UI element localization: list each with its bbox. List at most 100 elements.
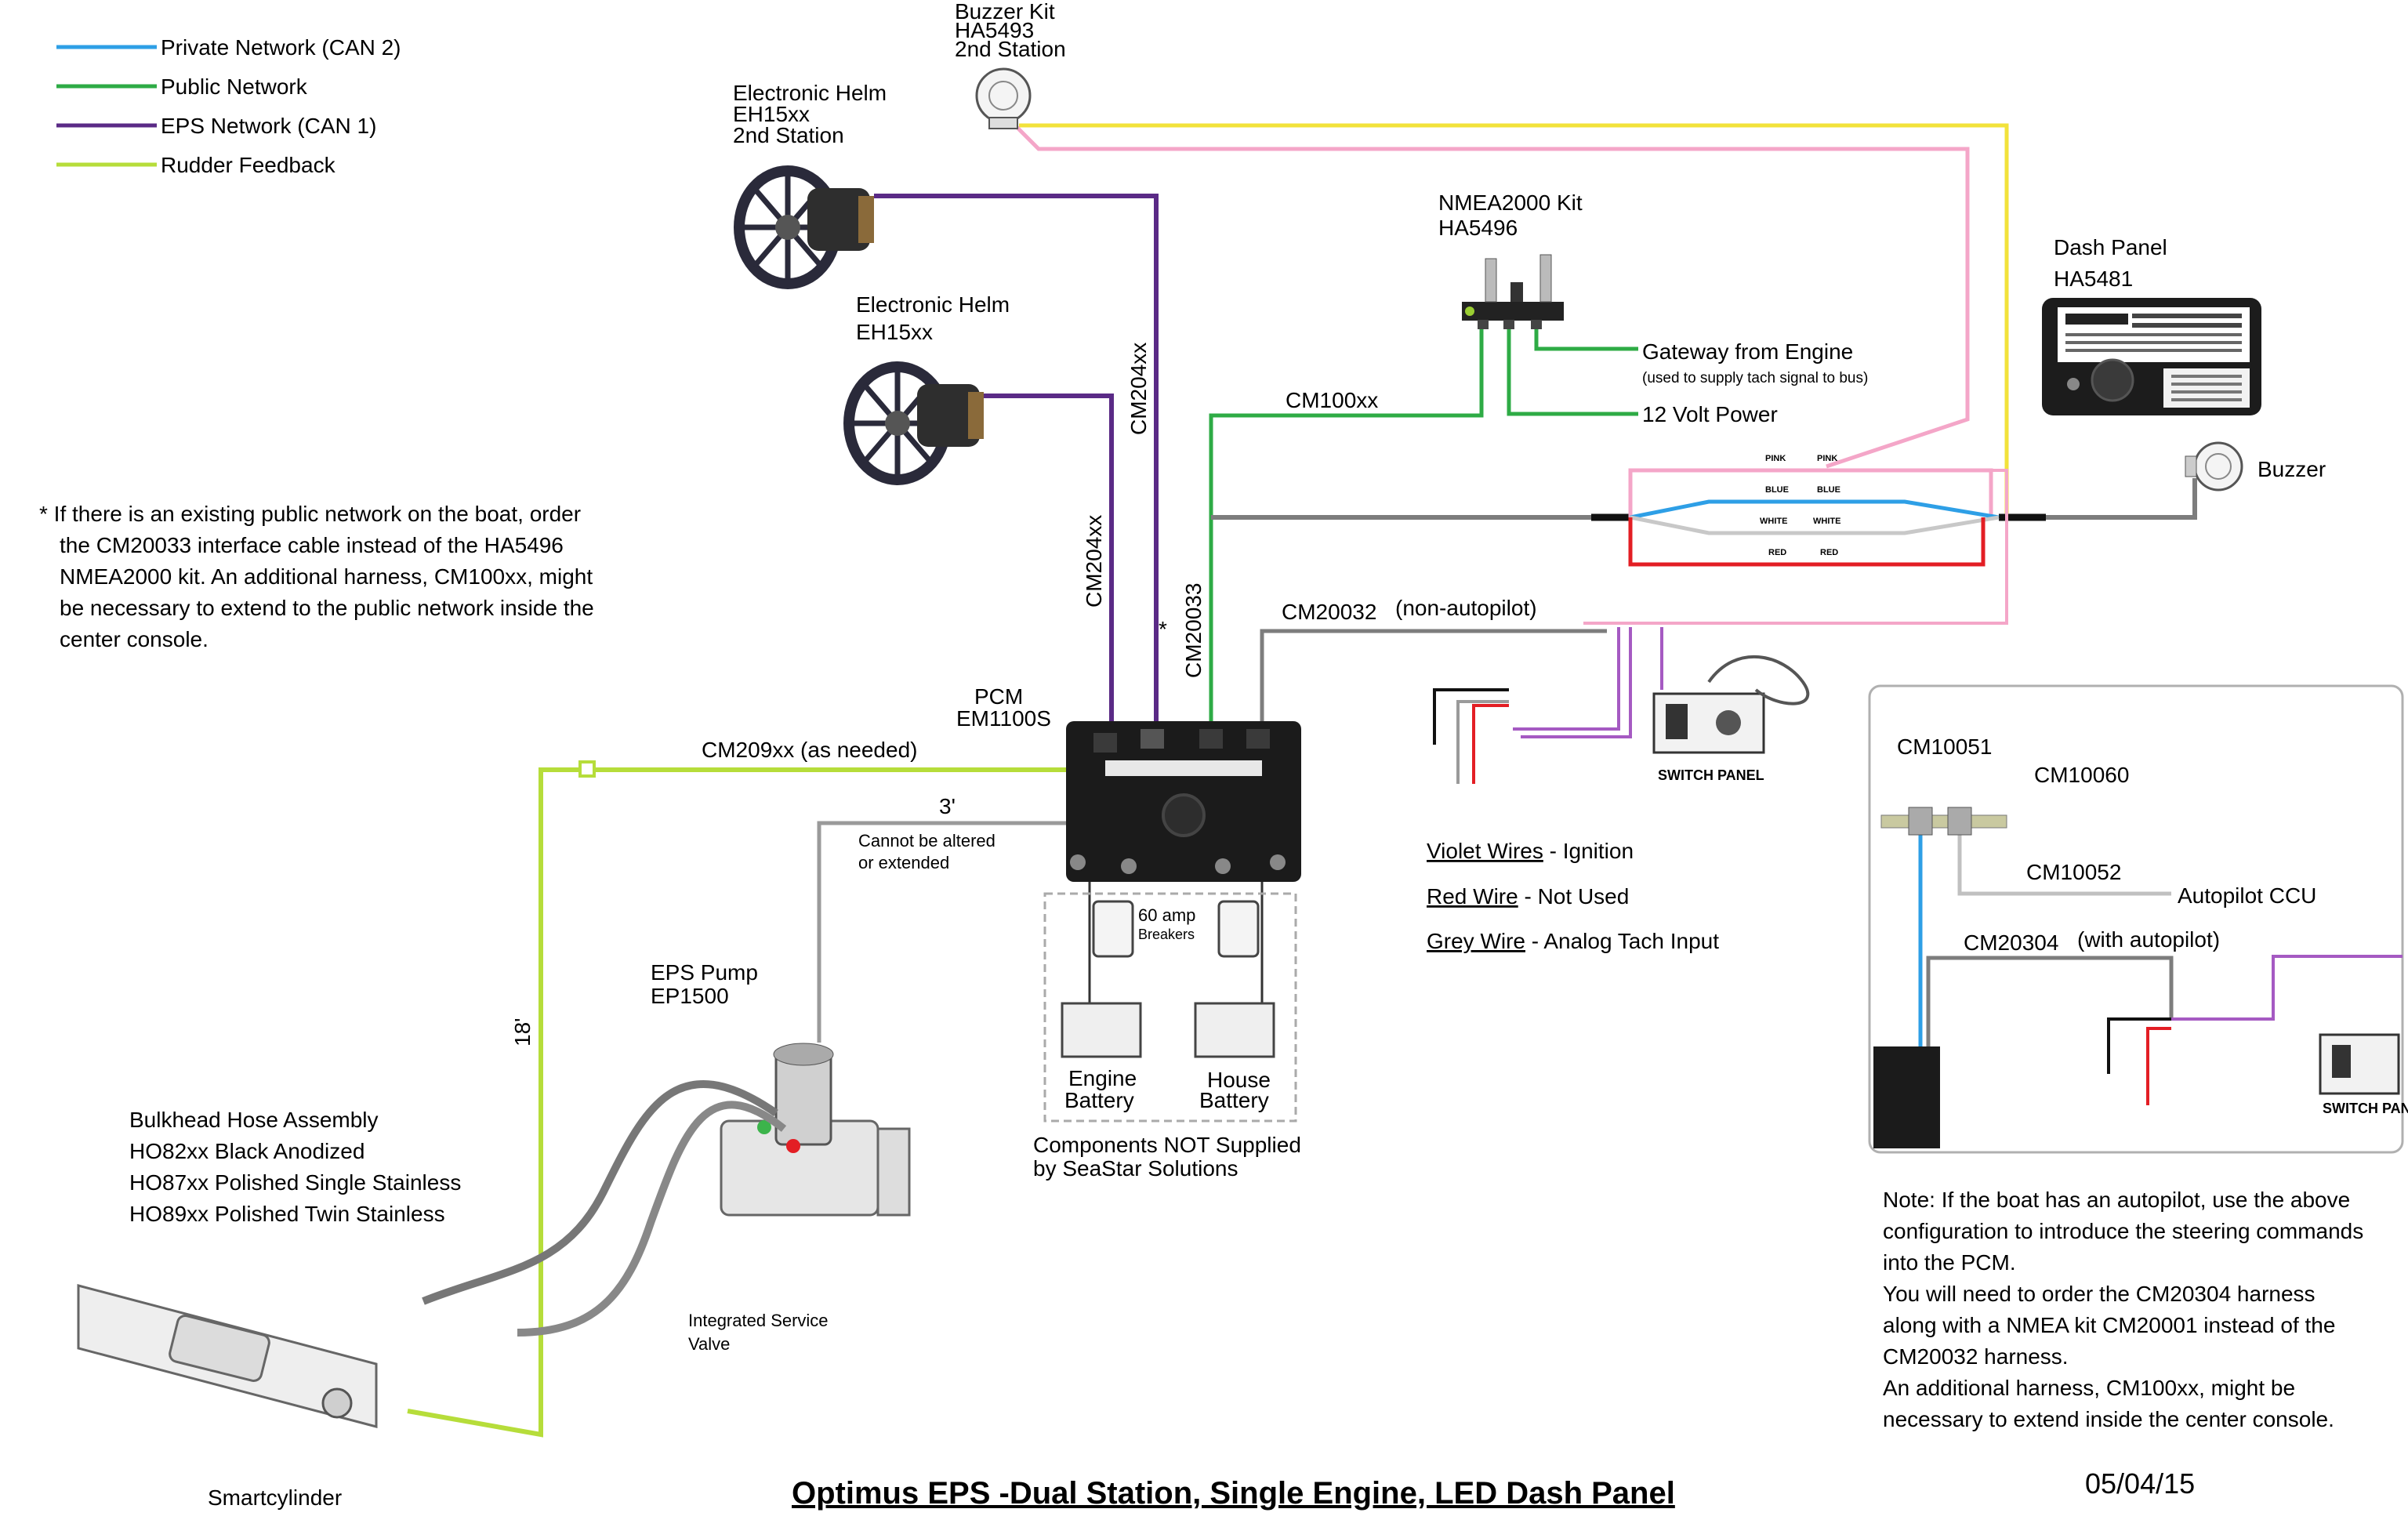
eps-pump: EPS Pump EP1500 Integrated Service Valve (422, 960, 911, 1354)
legend-label-public: Public Network (161, 74, 308, 99)
label-cm20032-note: (non-autopilot) (1395, 596, 1537, 620)
helm-wheel-icon (843, 361, 984, 485)
ap-note-line-8: necessary to extend inside the center co… (1883, 1407, 2334, 1431)
wire-violet-switch-b (1521, 627, 1632, 738)
wire-harness-white (1630, 515, 2000, 535)
inset-pcm-icon (1873, 1046, 1940, 1148)
nmea-label-2: HA5496 (1438, 216, 1518, 240)
wire-eps-helm1 (976, 394, 1114, 733)
label-cannot-alter-2: or extended (858, 853, 949, 872)
ap-note-line-6: CM20032 harness. (1883, 1344, 2069, 1369)
breaker-icon (1217, 900, 1260, 958)
wire-pink-buzzer (1014, 124, 1970, 469)
buzzer-kit-label-3: 2nd Station (955, 37, 1066, 61)
wire-legend-red: Red Wire - Not Used (1427, 884, 1629, 909)
harness-labels: PINK PINK BLUE BLUE WHITE WHITE RED RED (1760, 454, 1840, 557)
pump-label-2: EP1500 (651, 984, 729, 1008)
ap-note-line-5: along with a NMEA kit CM20001 instead of… (1883, 1313, 2335, 1337)
pump-hose (422, 1080, 778, 1305)
label-cm10051: CM10051 (1897, 734, 1992, 759)
harness-red-label: RED (1820, 548, 1838, 557)
buzzer-kit-label-2: HA5493 (955, 18, 1034, 42)
pump-hose (517, 1101, 787, 1337)
harness-white-label: WHITE (1760, 517, 1787, 526)
note-line-4: be necessary to extend to the public net… (60, 596, 594, 620)
autopilot-inset-frame (1868, 684, 2404, 1154)
bulkhead-label-3: HO87xx Polished Single Stainless (129, 1170, 461, 1195)
inset-wire-violet (2171, 955, 2403, 1021)
buzzer-kit-label-1: Buzzer Kit (955, 0, 1055, 24)
legend-label-private: Private Network (CAN 2) (161, 35, 401, 60)
legend-label-rudder: Rudder Feedback (161, 153, 336, 177)
helm2-label-1: Electronic Helm (733, 81, 887, 105)
note-line-1: * If there is an existing public network… (39, 502, 581, 526)
helm2-label-3: 2nd Station (733, 123, 844, 147)
inset-wire-grey-cm20304 (1926, 956, 2174, 1050)
buzzer-label: Buzzer (2258, 457, 2326, 481)
dash-label-2: HA5481 (2054, 267, 2133, 291)
breaker-icon (1092, 900, 1134, 958)
label-cm20304-note: (with autopilot) (2077, 927, 2220, 952)
label-cm20033-star: * (1159, 617, 1167, 641)
nmea-label-1: NMEA2000 Kit (1438, 190, 1583, 215)
label-cannot-alter-1: Cannot be altered (858, 831, 995, 851)
buzzer-kit: Buzzer Kit HA5493 2nd Station (955, 0, 1066, 129)
label-cm100: CM100xx (1286, 388, 1378, 412)
pcm: PCM EM1100S (956, 684, 1301, 882)
legend: Private Network (CAN 2) Public Network E… (56, 35, 401, 177)
note-line-5: center console. (60, 627, 209, 651)
wire-eps-helm2 (874, 194, 1159, 733)
wire-grey-pump (817, 821, 1082, 1043)
rudder-connector (578, 760, 596, 778)
pcm-label-1: PCM (974, 684, 1023, 709)
wire-yellow-buzzer (1019, 123, 2009, 513)
inset-wire-red (2146, 1027, 2171, 1105)
volt12-label: 12 Volt Power (1642, 402, 1778, 426)
wire-pink-right (1583, 469, 2008, 625)
bulkhead-label-2: HO82xx Black Anodized (129, 1139, 364, 1163)
label-cm20032: CM20032 (1282, 600, 1376, 624)
inset-wire-black (2107, 1017, 2171, 1074)
wire-legend-violet: Violet Wires - Ignition (1427, 839, 1634, 863)
buzzer-kit-icon (975, 67, 1032, 124)
buzzer: Buzzer (2185, 441, 2326, 491)
pump-icon (720, 1043, 911, 1217)
wire-black-switch (1433, 688, 1509, 745)
harness-blue-label: BLUE (1765, 485, 1789, 495)
engine-battery-icon (1061, 1002, 1142, 1058)
ap-note-line-3: into the PCM. (1883, 1250, 2016, 1275)
service-valve-label-2: Valve (688, 1334, 730, 1354)
public-network-note: * If there is an existing public network… (39, 502, 594, 651)
ap-note-line-7: An additional harness, CM100xx, might be (1883, 1376, 2295, 1400)
gateway-note: (used to supply tach signal to bus) (1642, 370, 1868, 386)
label-cm204-a: CM204xx (1126, 343, 1151, 435)
autopilot-inset: CM10051 CM10060 CM10052 Autopilot CCU CM… (1868, 684, 2408, 1154)
label-cm209: CM209xx (as needed) (702, 738, 917, 762)
wire-red-switch (1472, 704, 1509, 784)
label-eighteen-ft: 18' (510, 1018, 535, 1047)
dash-panel-icon (2042, 298, 2261, 415)
inset-wire-grey (1957, 831, 2171, 896)
dash-panel: Dash Panel HA5481 (2042, 235, 2261, 415)
cable-labels: CM204xx CM204xx CM100xx CM20033 * CM2003… (510, 343, 1537, 1046)
diagram-date: 05/04/15 (2085, 1467, 2195, 1500)
house-battery-icon (1194, 1002, 1275, 1058)
buzzer-icon (2193, 441, 2243, 491)
legend-label-eps: EPS Network (CAN 1) (161, 114, 376, 138)
engine-battery-label-2: Battery (1064, 1088, 1134, 1112)
breakers-label-1: 60 amp (1138, 905, 1195, 925)
not-supplied-frame (1043, 892, 1297, 1123)
ap-note-line-1: Note: If the boat has an autopilot, use … (1883, 1188, 2350, 1212)
breakers-label-2: Breakers (1138, 927, 1195, 942)
wire-grey-buzzer (2046, 478, 2197, 520)
label-cm10052: CM10052 (2026, 860, 2121, 884)
switch-panel-label: SWITCH PANEL (1658, 767, 1764, 783)
inset-switch-panel: SWITCH PANEL (2319, 1033, 2408, 1116)
not-supplied-label-1: Components NOT Supplied (1033, 1133, 1301, 1157)
helm1-label-1: Electronic Helm (856, 292, 1010, 317)
not-supplied-label-2: by SeaStar Solutions (1033, 1156, 1238, 1181)
harness-pink-label: PINK (1765, 454, 1786, 463)
harness-white-label: WHITE (1813, 517, 1840, 526)
wire-legend-grey: Grey Wire - Analog Tach Input (1427, 929, 1719, 953)
wire-color-legend: Violet Wires - Ignition Red Wire - Not U… (1427, 839, 1719, 953)
